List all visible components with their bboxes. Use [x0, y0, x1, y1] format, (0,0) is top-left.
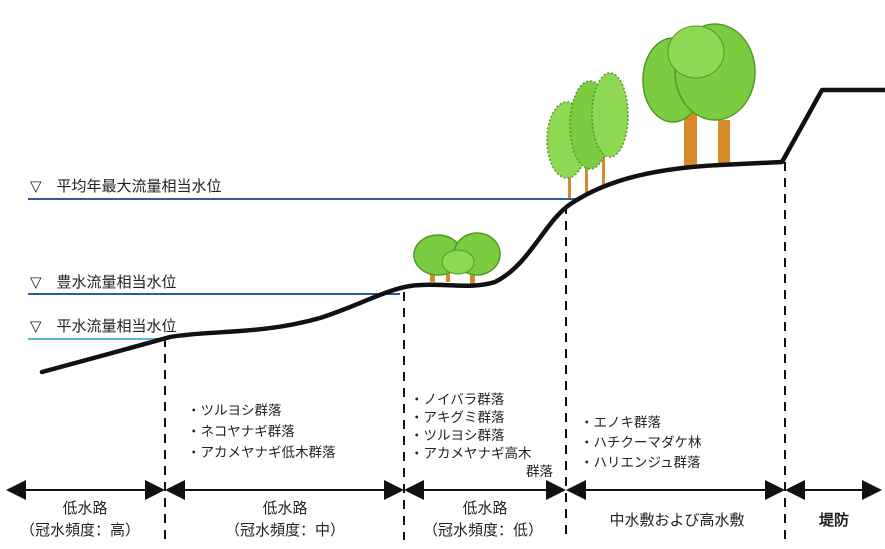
ground-profile-line	[39, 87, 885, 375]
zone-sub-1: （冠水頻度：高）	[20, 521, 140, 539]
zone-sub-2: （冠水頻度：中）	[225, 521, 345, 539]
zone-name-4: 中水敷および高水敷	[609, 511, 744, 529]
zone-boundaries	[164, 162, 786, 540]
vegetation-item: 群落	[526, 464, 554, 480]
large-tree-icon-group	[642, 23, 756, 168]
vegetation-list-zone4: ・エノキ群落 ・ハチクーマダケ林 ・ハリエンジュ群落	[580, 415, 702, 471]
vegetation-list-zone3: ・ノイバラ群落 ・アキグミ群落 ・ツルヨシ群落 ・アカメヤナギ高木 群落	[410, 392, 554, 480]
shrub-foliage-icon	[441, 249, 475, 275]
vegetation-item: ・ノイバラ群落	[410, 392, 505, 408]
tree-trunk-icon	[718, 120, 730, 164]
zone-name-2: 低水路	[262, 499, 307, 517]
zone-name-5: 堤防	[819, 511, 849, 529]
vegetation-item: ・ツルヨシ群落	[410, 428, 505, 444]
water-level-label-annual-max: ▽ 平均年最大流量相当水位	[30, 177, 222, 195]
water-level-label-normal: ▽ 平水流量相当水位	[30, 317, 177, 335]
vegetation-item: ・ハチクーマダケ林	[580, 435, 702, 451]
zone-name-1: 低水路	[62, 499, 107, 517]
tree-trunk-icon	[684, 110, 697, 168]
vegetation-item: ・ハリエンジュ群落	[580, 455, 701, 471]
vegetation-list-zone2: ・ツルヨシ群落 ・ネコヤナギ群落 ・アカメヤナギ低木群落	[187, 403, 336, 461]
vegetation-item: ・アキグミ群落	[410, 410, 505, 426]
bamboo-foliage-icon	[591, 72, 629, 158]
vegetation-item: ・アカメヤナギ高木	[410, 445, 532, 462]
bamboo-thicket-icon	[546, 72, 629, 198]
vegetation-item: ・ネコヤナギ群落	[187, 424, 295, 440]
tree-foliage-icon	[667, 25, 725, 79]
water-level-label-abundant: ▽ 豊水流量相当水位	[30, 273, 177, 291]
shrub-icon-group	[413, 232, 501, 284]
zone-name-3: 低水路	[462, 499, 507, 517]
zone-labels: 低水路 （冠水頻度：高） 低水路 （冠水頻度：中） 低水路 （冠水頻度：低） 中…	[20, 499, 849, 539]
vegetation-item: ・エノキ群落	[580, 415, 661, 431]
vegetation-item: ・ツルヨシ群落	[187, 403, 282, 419]
zone-sub-3: （冠水頻度：低）	[423, 521, 543, 539]
vegetation-item: ・アカメヤナギ低木群落	[187, 445, 336, 461]
